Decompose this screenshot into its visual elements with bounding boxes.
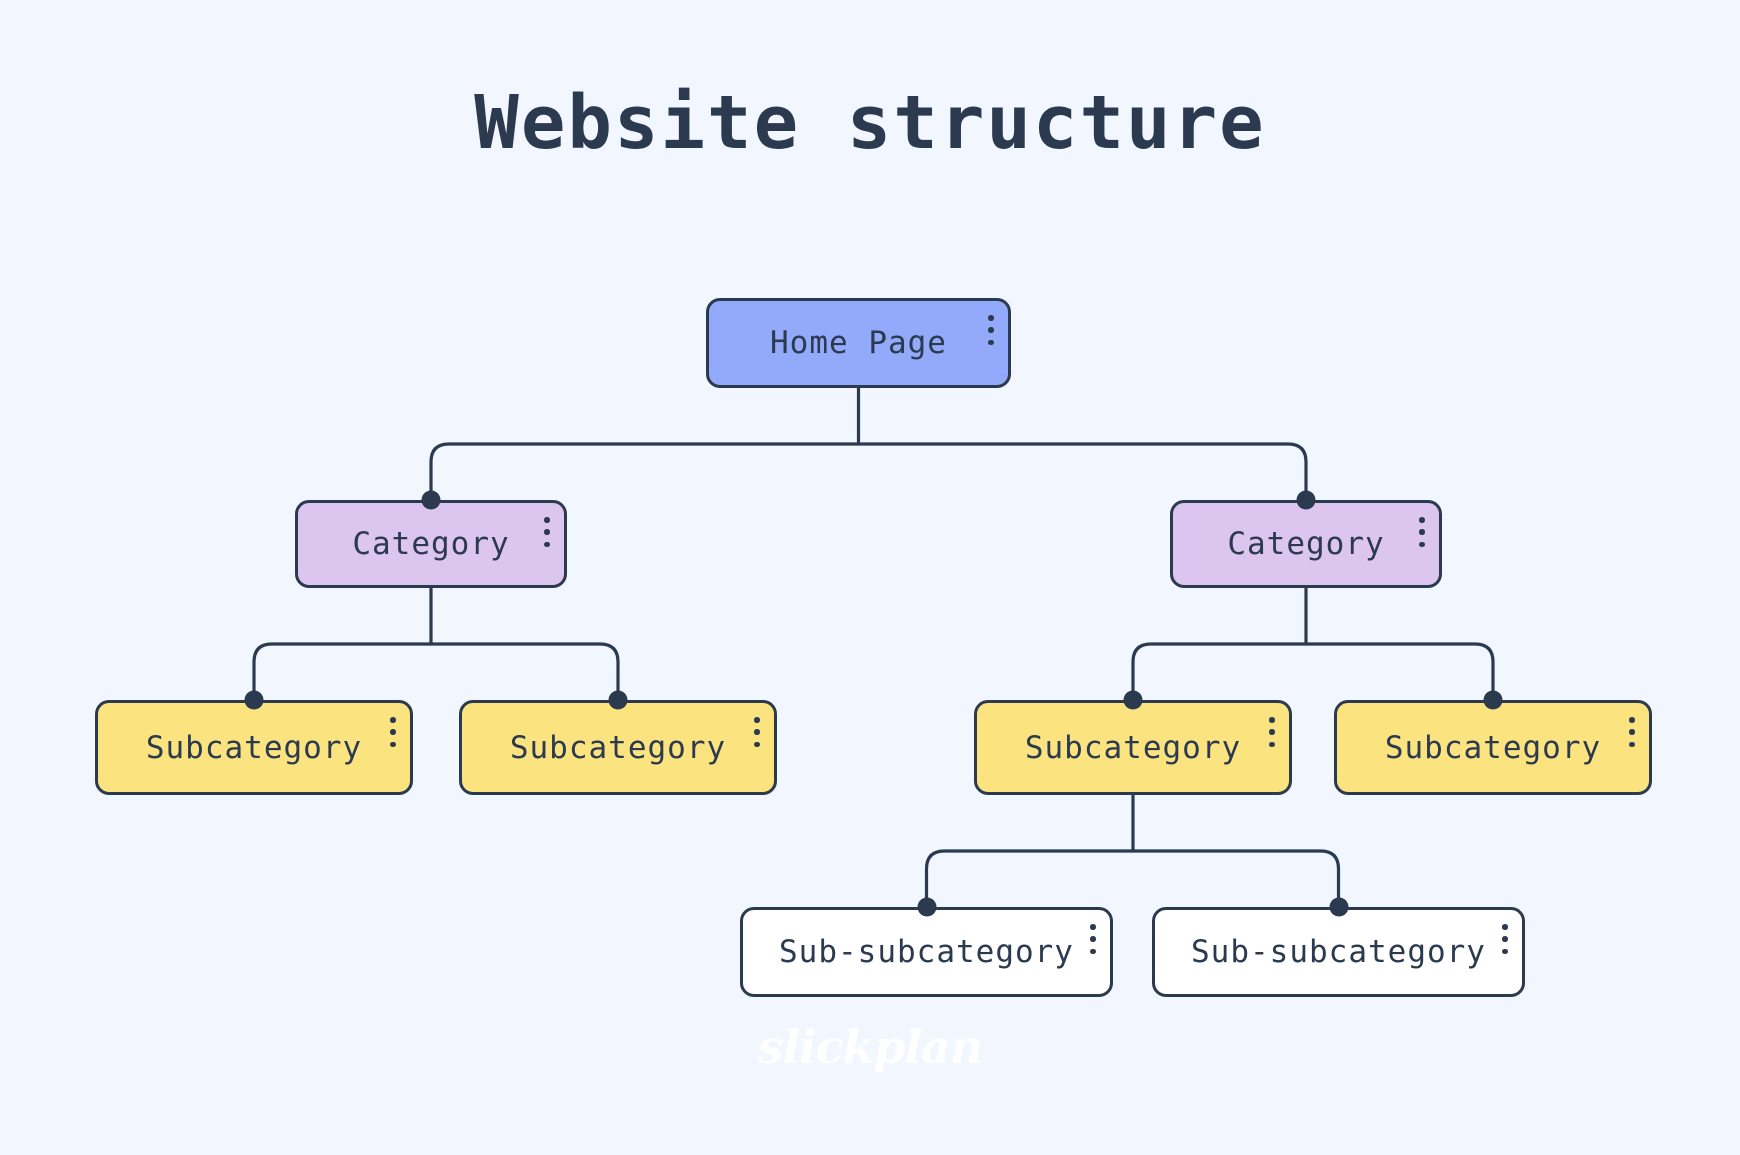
connector-anchor-dot xyxy=(1483,690,1503,710)
sitemap-node-label: Category xyxy=(352,526,510,562)
sitemap-node-sub4[interactable]: Subcategory xyxy=(1334,700,1652,795)
sitemap-node-label: Subcategory xyxy=(1024,729,1242,766)
connector-anchor-dot xyxy=(608,690,628,710)
connector-path xyxy=(924,849,1135,909)
kebab-menu-icon[interactable] xyxy=(1269,717,1275,747)
connector-path xyxy=(1131,642,1308,702)
sitemap-node-label: Category xyxy=(1227,526,1385,562)
sitemap-node-sub3[interactable]: Subcategory xyxy=(974,700,1292,795)
sitemap-node-home[interactable]: Home Page xyxy=(706,298,1011,388)
connector-path xyxy=(1304,642,1495,702)
kebab-menu-icon[interactable] xyxy=(1419,517,1425,547)
sitemap-node-sub1[interactable]: Subcategory xyxy=(95,700,413,795)
sitemap-node-label: Subcategory xyxy=(1384,729,1602,766)
connector-anchor-dot xyxy=(1329,897,1348,917)
connector-path xyxy=(856,442,1308,502)
sitemap-node-label: Home Page xyxy=(770,325,947,361)
sitemap-node-cat1[interactable]: Category xyxy=(295,500,567,588)
sitemap-node-ssub1[interactable]: Sub-subcategory xyxy=(740,907,1113,997)
connector-anchor-dot xyxy=(244,690,264,710)
connector-path xyxy=(1131,849,1341,909)
sitemap-node-label: Subcategory xyxy=(509,729,727,766)
connector-anchor-dot xyxy=(1296,490,1316,510)
sitemap-node-label: Subcategory xyxy=(145,729,363,766)
page-title: Website structure xyxy=(474,80,1266,166)
kebab-menu-icon[interactable] xyxy=(544,517,550,547)
sitemap-node-label: Sub-subcategory xyxy=(1191,934,1486,970)
connector-path xyxy=(252,642,433,702)
sitemap-node-ssub2[interactable]: Sub-subcategory xyxy=(1152,907,1525,997)
kebab-menu-icon[interactable] xyxy=(988,315,994,345)
slickplan-watermark: slickplan xyxy=(757,1020,984,1074)
connector-anchor-dot xyxy=(1123,690,1143,710)
connector-anchor-dot xyxy=(421,490,441,510)
kebab-menu-icon[interactable] xyxy=(1090,924,1096,954)
connector-anchor-dot xyxy=(917,897,936,917)
connector-path xyxy=(429,642,620,702)
connector-path xyxy=(429,442,861,502)
kebab-menu-icon[interactable] xyxy=(1629,717,1635,747)
sitemap-node-sub2[interactable]: Subcategory xyxy=(459,700,777,795)
sitemap-node-cat2[interactable]: Category xyxy=(1170,500,1442,588)
kebab-menu-icon[interactable] xyxy=(390,717,396,747)
sitemap-node-label: Sub-subcategory xyxy=(779,934,1074,970)
kebab-menu-icon[interactable] xyxy=(1502,924,1508,954)
kebab-menu-icon[interactable] xyxy=(754,717,760,747)
